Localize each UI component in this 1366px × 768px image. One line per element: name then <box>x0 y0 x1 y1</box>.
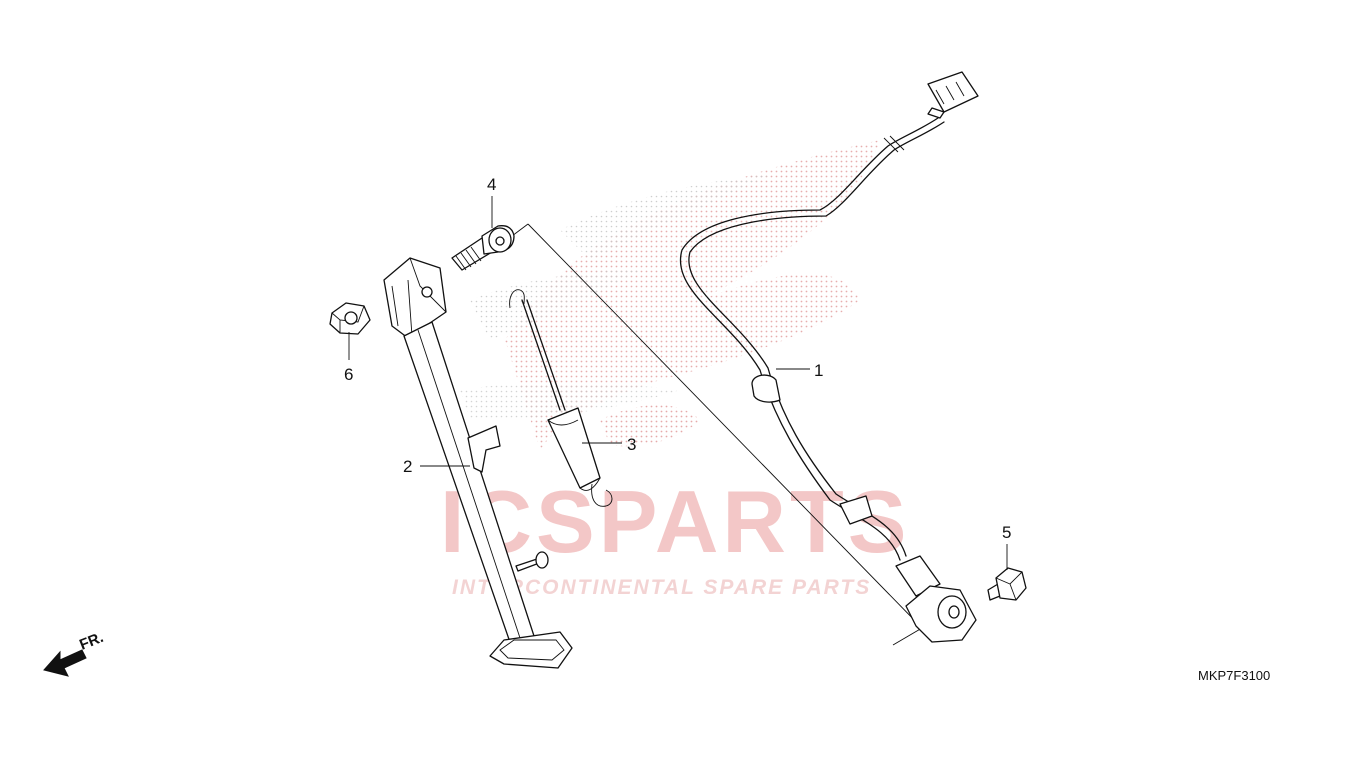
side-stand-spring-part[interactable] <box>509 289 613 507</box>
assembly-lines <box>511 223 923 646</box>
lock-nut-part[interactable] <box>329 302 371 335</box>
front-direction-indicator: FR. <box>43 629 106 677</box>
pivot-bolt-part[interactable] <box>451 225 515 271</box>
callout-2[interactable]: 2 <box>403 457 412 476</box>
watermark-brand: ICSPARTS <box>440 472 910 571</box>
front-arrow-icon <box>43 649 87 677</box>
callout-4[interactable]: 4 <box>487 175 496 194</box>
switch-bolt-part[interactable] <box>987 567 1027 601</box>
front-label: FR. <box>77 629 106 654</box>
side-stand-part[interactable] <box>383 257 573 669</box>
watermark-wing-logo <box>460 140 880 450</box>
callout-5[interactable]: 5 <box>1002 523 1011 542</box>
callout-1[interactable]: 1 <box>814 361 823 380</box>
diagram-code: MKP7F3100 <box>1198 668 1270 683</box>
side-stand-switch-part[interactable] <box>679 71 979 643</box>
callout-leaders <box>348 196 1008 570</box>
callout-6[interactable]: 6 <box>344 365 353 384</box>
watermark-tagline: INTERCONTINENTAL SPARE PARTS <box>452 576 871 599</box>
callout-3[interactable]: 3 <box>627 435 636 454</box>
